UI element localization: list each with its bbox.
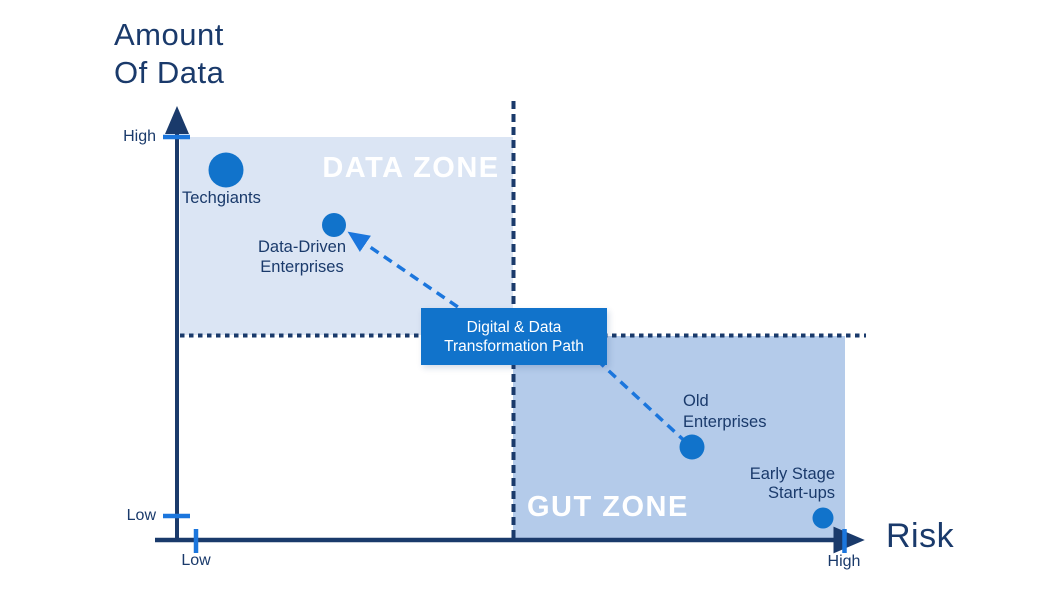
point-early-stage-startups-dot — [812, 507, 834, 529]
point-data-driven-enterprises-label: Data-Driven Enterprises — [257, 238, 347, 276]
gut-zone-title: GUT ZONE — [527, 491, 689, 523]
y-axis-low-label: Low — [126, 507, 156, 524]
point-techgiants-label: Techgiants — [182, 189, 261, 207]
x-axis-low-label: Low — [181, 552, 211, 569]
point-data-driven-enterprises-dot — [322, 213, 346, 237]
data-zone-title: DATA ZONE — [322, 152, 500, 184]
point-techgiants-dot — [208, 152, 244, 188]
transformation-path-lower-segment — [595, 358, 691, 447]
point-old-enterprises-label: Old Enterprises — [683, 392, 767, 431]
y-axis-high-label: High — [123, 128, 156, 145]
point-old-enterprises-dot — [679, 434, 705, 460]
transformation-path-arrow — [347, 231, 472, 318]
transformation-path-label-box: Digital & Data Transformation Path — [421, 308, 607, 365]
y-axis-title: Amount Of Data — [114, 17, 225, 90]
x-axis-title: Risk — [886, 517, 955, 555]
x-axis-high-label: High — [827, 553, 861, 570]
point-early-stage-startups-label: Early Stage Start-ups — [749, 465, 835, 502]
